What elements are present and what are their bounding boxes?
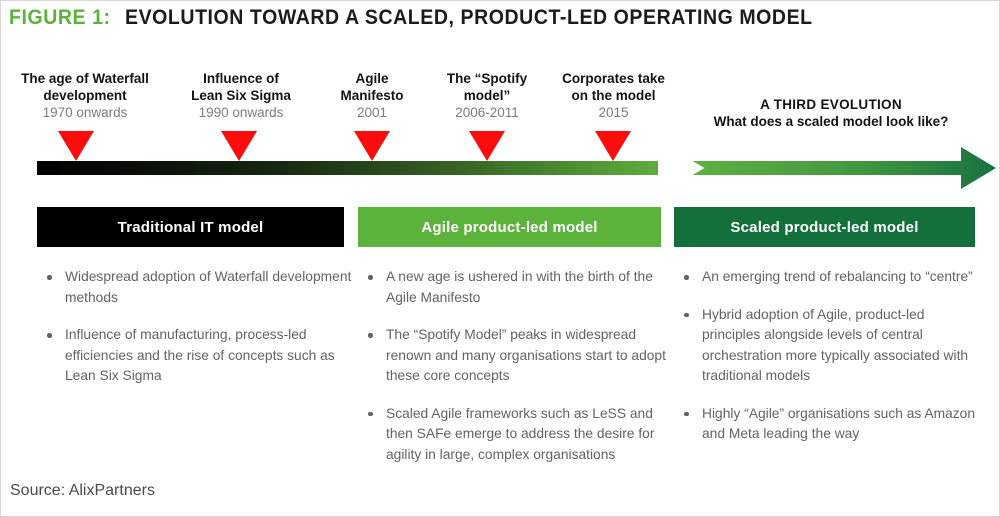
timeline-arrow-group [1, 131, 1000, 201]
milestone-date: 2015 [598, 105, 629, 120]
phase-bar-2[interactable]: Agile product-led model [358, 207, 661, 247]
list-item: The “Spotify Model” peaks in widespread … [358, 325, 668, 387]
phase-bar-label: Agile product-led model [421, 218, 598, 236]
list-item: Widespread adoption of Waterfall develop… [37, 267, 355, 308]
milestone-4: The “Spotify model” 2006-2011 [428, 71, 546, 122]
milestone-date: 2001 [356, 105, 388, 120]
bullet-column-1: Widespread adoption of Waterfall develop… [37, 267, 355, 404]
bullet-text: An emerging trend of rebalancing to “cen… [702, 269, 973, 284]
milestone-header-group: The age of Waterfall development 1970 onw… [1, 71, 1000, 146]
milestone-date: 2006-2011 [455, 105, 519, 120]
bullet-text: Highly “Agile” organisations such as Ama… [702, 405, 976, 442]
bullet-text: Hybrid adoption of Agile, product-led pr… [702, 306, 969, 384]
bullet-dot-icon [684, 411, 689, 416]
milestone-title: The age of Waterfall development [21, 71, 149, 103]
third-evolution-subtitle: What does a scaled model look like? [713, 113, 949, 129]
list-item: An emerging trend of rebalancing to “cen… [674, 267, 979, 288]
timeline-marker-4 [469, 131, 505, 161]
timeline-marker-2 [221, 131, 257, 161]
bullet-text: The “Spotify Model” peaks in widespread … [386, 327, 666, 383]
list-item: Scaled Agile frameworks such as LeSS and… [358, 404, 668, 466]
page-title: EVOLUTION TOWARD A SCALED, PRODUCT-LED O… [125, 6, 813, 29]
milestone-5: Corporates take on the model 2015 [541, 71, 686, 122]
bullet-dot-icon [47, 275, 52, 280]
milestone-date: 1970 onwards [42, 105, 128, 120]
phase-bar-label: Scaled product-led model [730, 218, 919, 236]
timeline-marker-1 [58, 131, 94, 161]
bullet-dot-icon [47, 333, 52, 338]
phase-bar-1[interactable]: Traditional IT model [37, 207, 344, 247]
list-item: Highly “Agile” organisations such as Ama… [674, 404, 979, 445]
phase-bar-label: Traditional IT model [117, 218, 264, 236]
bullet-text: A new age is ushered in with the birth o… [386, 269, 653, 305]
timeline-arrow-icon [37, 144, 996, 192]
milestone-2: Influence of Lean Six Sigma 1990 onwards [161, 71, 321, 122]
list-item: Influence of manufacturing, process-led … [37, 325, 355, 387]
bullet-dot-icon [684, 312, 689, 317]
bullet-text: Influence of manufacturing, process-led … [65, 327, 335, 383]
figure-number-label: FIGURE 1: [9, 6, 111, 29]
milestone-title: The “Spotify model” [446, 71, 528, 103]
timeline-marker-5 [595, 131, 631, 161]
third-evolution-title: A THIRD EVOLUTION [760, 97, 902, 112]
bullet-dot-icon [368, 333, 373, 338]
bullet-text: Scaled Agile frameworks such as LeSS and… [386, 405, 655, 462]
milestone-title: Influence of Lean Six Sigma [191, 71, 291, 103]
phase-bar-3[interactable]: Scaled product-led model [674, 207, 975, 247]
list-item: A new age is ushered in with the birth o… [358, 267, 668, 308]
milestone-title: Agile Manifesto [340, 71, 404, 103]
bullet-dot-icon [368, 411, 373, 416]
list-item: Hybrid adoption of Agile, product-led pr… [674, 305, 979, 387]
milestone-1: The age of Waterfall development 1970 onw… [5, 71, 165, 122]
bullet-column-2: A new age is ushered in with the birth o… [358, 267, 668, 482]
bullet-column-3: An emerging trend of rebalancing to “cen… [674, 267, 979, 462]
bullet-dot-icon [368, 275, 373, 280]
milestone-3: Agile Manifesto 2001 [318, 71, 426, 122]
milestone-title: Corporates take on the model [562, 71, 665, 103]
figure-title-row: FIGURE 1: EVOLUTION TOWARD A SCALED, PRO… [9, 3, 999, 33]
bullet-text: Widespread adoption of Waterfall develop… [65, 269, 352, 305]
source-note: Source: AlixPartners [10, 482, 155, 499]
bullet-dot-icon [684, 275, 689, 280]
milestone-date: 1990 onwards [198, 105, 284, 120]
timeline-marker-3 [354, 131, 390, 161]
